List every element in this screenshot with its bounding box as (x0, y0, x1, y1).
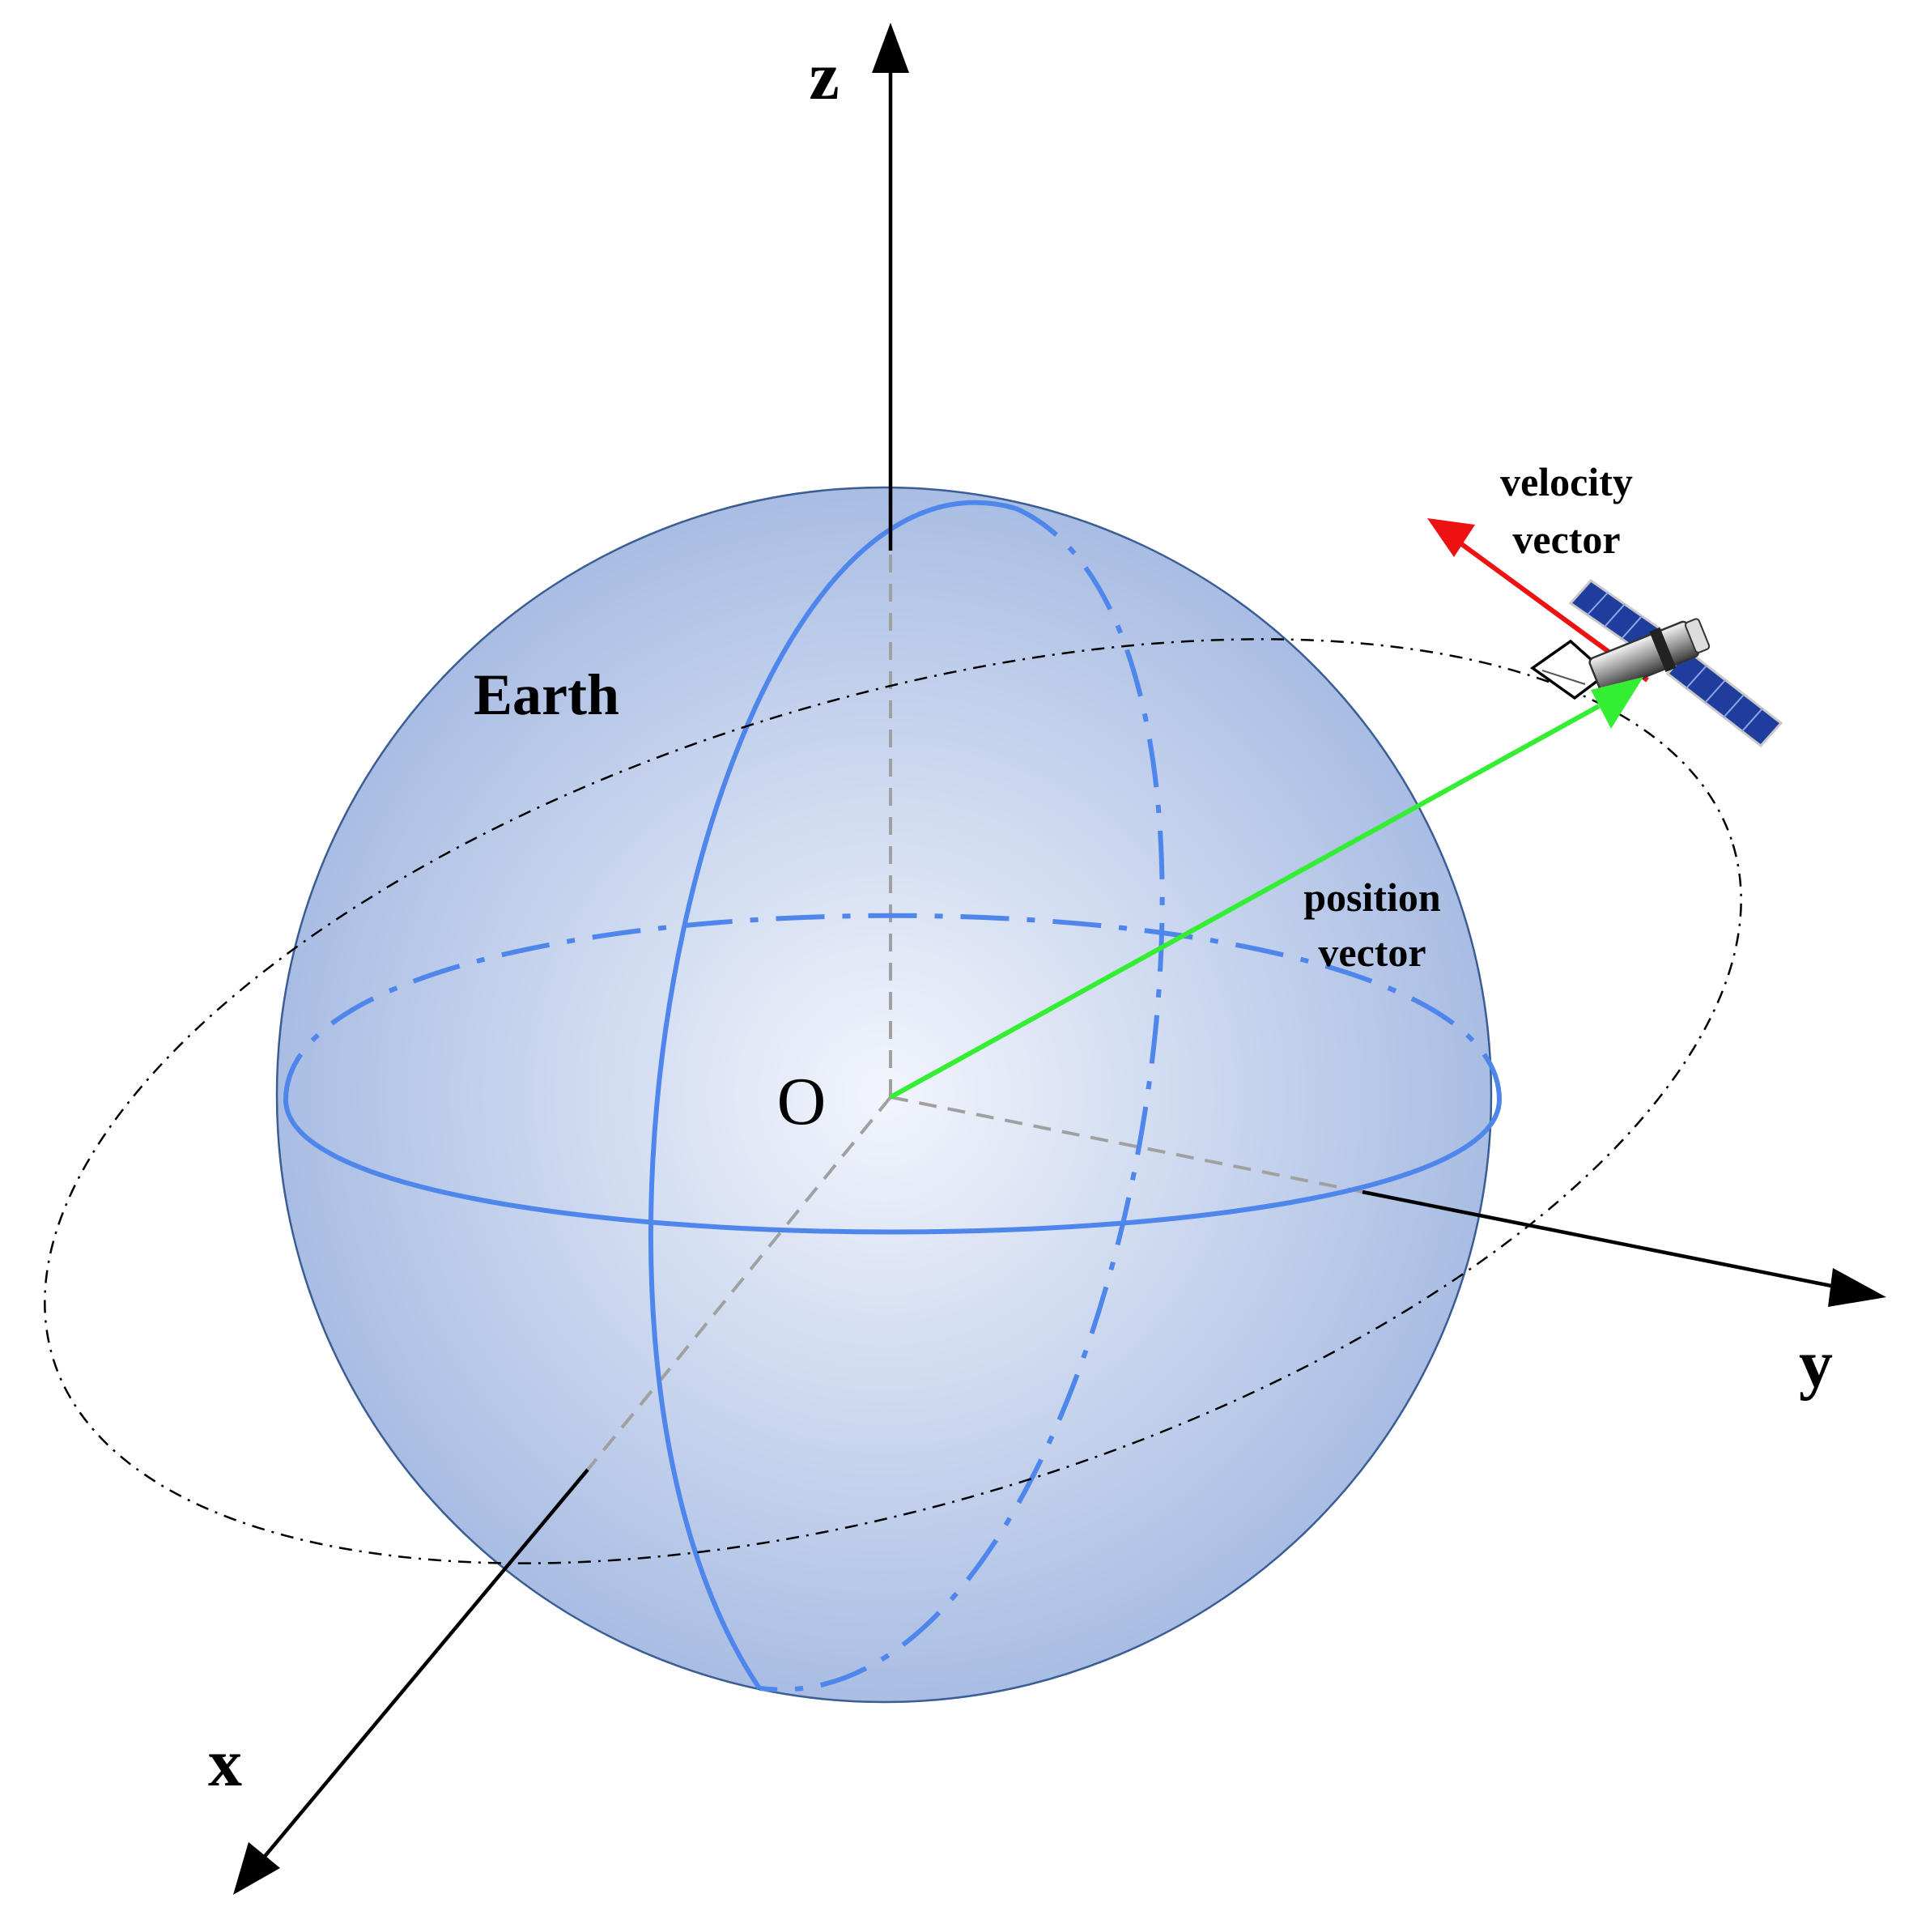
velocity-vector-label-line1: velocity (1500, 459, 1633, 504)
x-axis-label: x (208, 1726, 242, 1801)
meridian-front (648, 500, 1017, 1690)
position-vector-shaft (889, 704, 1601, 1100)
axes (233, 23, 1886, 1895)
x-axis-arrowhead (233, 1842, 280, 1895)
position-vector-label-line1: position (1303, 875, 1441, 920)
x-axis (261, 1468, 589, 1860)
hidden-axes (586, 551, 1363, 1471)
z-axis-label: z (809, 39, 839, 114)
earth-sphere (275, 486, 1493, 1704)
position-vector-label-line2: vector (1318, 930, 1426, 975)
z-axis-arrowhead (872, 23, 909, 73)
y-axis-arrowhead (1828, 1268, 1886, 1307)
position-vector (889, 677, 1643, 1100)
solar-panel-lower-grid (1686, 665, 1763, 732)
position-vector-arrowhead (1591, 677, 1643, 729)
origin-label: O (777, 1064, 827, 1139)
satellite-icon (1529, 579, 1783, 748)
velocity-vector-label-line2: vector (1512, 517, 1620, 562)
velocity-vector-arrowhead (1427, 518, 1475, 557)
x-axis-hidden (586, 1096, 892, 1471)
meridian-back (759, 506, 1165, 1692)
y-axis (1362, 1189, 1840, 1290)
solar-panel-lower (1665, 649, 1783, 748)
earth-label: Earth (474, 662, 619, 727)
satellite-body (1588, 618, 1711, 694)
y-axis-label: y (1799, 1326, 1833, 1402)
equator-front (283, 1099, 1502, 1235)
equator-back (283, 913, 1502, 1100)
orbit-path (44, 638, 1742, 1564)
y-axis-hidden (890, 1096, 1363, 1194)
